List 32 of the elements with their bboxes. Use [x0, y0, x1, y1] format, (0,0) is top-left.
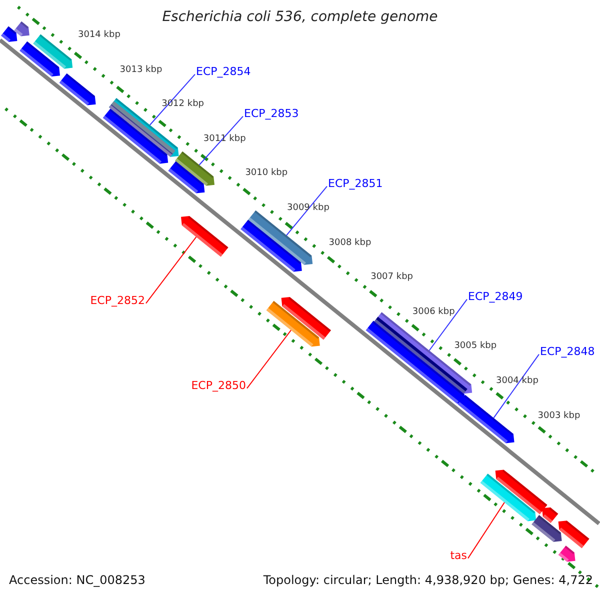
scale-label: 3014 kbp — [78, 30, 120, 40]
gene-feature — [266, 300, 320, 347]
gene-feature — [181, 216, 228, 257]
gene-feature — [248, 210, 313, 265]
leader-line — [146, 236, 197, 304]
gene-label: ECP_2850 — [191, 380, 246, 393]
leader-line — [198, 116, 244, 166]
scale-label: 3010 kbp — [245, 168, 288, 179]
scale-label: 3009 kbp — [287, 203, 330, 214]
gene-label: ECP_2849 — [468, 291, 523, 304]
leader-line — [493, 354, 540, 418]
gene-label: ECP_2851 — [328, 178, 383, 191]
accession-text: Accession: NC_008253 — [9, 574, 146, 588]
gene-feature — [458, 394, 514, 444]
leader-line — [286, 186, 328, 236]
gene-label: ECP_2852 — [90, 295, 145, 308]
title: Escherichia coli 536, complete genome — [161, 9, 439, 26]
gene-label: ECP_2854 — [196, 66, 251, 79]
gene-feature — [175, 151, 214, 186]
gene-label: tas — [450, 550, 467, 563]
scale-label: 3004 kbp — [496, 376, 538, 386]
gene-label: ECP_2853 — [244, 108, 299, 121]
scale-label: 3006 kbp — [412, 306, 455, 318]
leader-line — [428, 298, 468, 351]
scale-label: 3005 kbp — [454, 341, 497, 352]
gene-feature — [480, 474, 536, 522]
genome-info-text: Topology: circular; Length: 4,938,920 bp; Genes: 4,722 — [263, 574, 593, 588]
leader-line — [246, 330, 292, 389]
gene-label: ECP_2848 — [540, 346, 595, 359]
scale-label: 3007 kbp — [370, 272, 413, 283]
leader-line — [149, 74, 196, 126]
leader-line — [468, 502, 505, 559]
